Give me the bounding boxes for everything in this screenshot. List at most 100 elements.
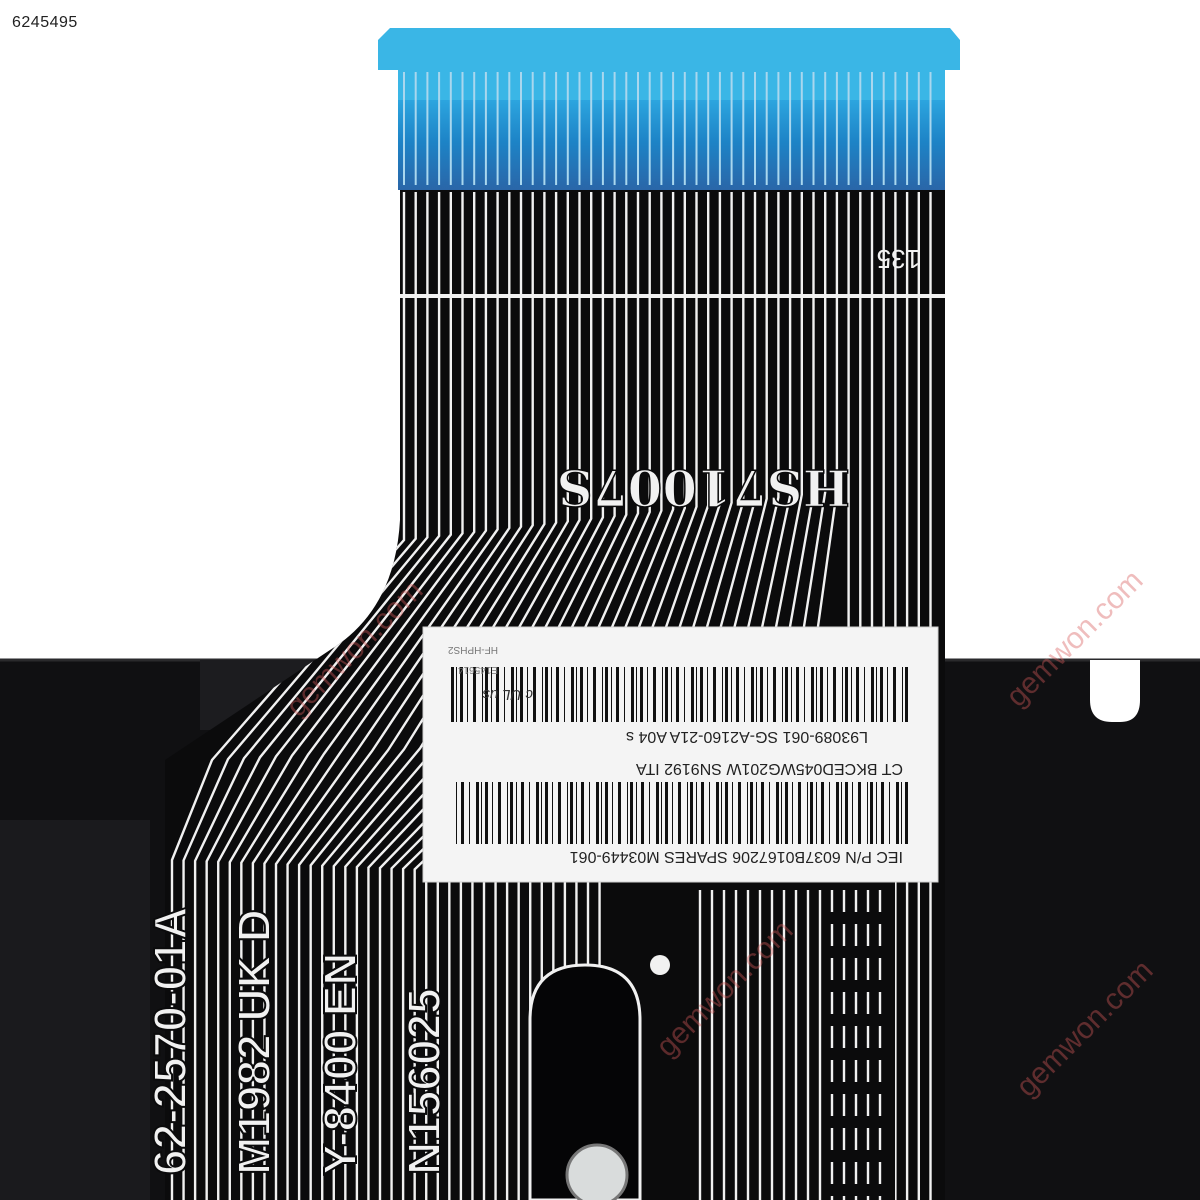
barcode-bar — [601, 782, 602, 844]
barcode-bar — [567, 782, 568, 844]
barcode-bar — [612, 782, 613, 844]
cable-trace — [205, 192, 441, 1200]
cable-trace — [228, 192, 464, 1200]
barcode-bar — [482, 667, 483, 722]
barcode-bar — [816, 782, 817, 844]
barcode-bar — [781, 782, 782, 844]
barcode-bar — [558, 782, 561, 844]
barcode-bar — [542, 667, 543, 722]
barcode-bar — [456, 667, 457, 722]
barcode-bar — [691, 667, 694, 722]
barcode-bar — [580, 667, 583, 722]
connector-pins — [403, 72, 932, 185]
barcode-bar — [731, 667, 732, 722]
cable-trace — [263, 192, 499, 1200]
barcode-bar — [744, 667, 745, 722]
cable-trace — [182, 192, 417, 1200]
barcode-bar — [893, 667, 896, 722]
label-barcode-bottom — [451, 667, 908, 722]
barcode-bar — [782, 667, 783, 722]
barcode-bar — [836, 782, 839, 844]
barcode-bar — [593, 667, 596, 722]
barcode-bar — [810, 782, 813, 844]
barcode-bar — [649, 782, 650, 844]
barcode-bar — [750, 782, 753, 844]
barcode-bar — [690, 782, 693, 844]
barcode-bar — [605, 782, 608, 844]
barcode-bar — [864, 667, 865, 722]
cable-trace — [217, 192, 452, 1200]
label-ul-mark: c UL us — [482, 686, 533, 703]
cable-trace — [240, 192, 476, 1200]
barcode-bar — [870, 782, 873, 844]
cable-trace — [297, 192, 534, 1200]
barcode-bar — [504, 667, 505, 722]
cable-code-1: 62-2570-01A — [144, 906, 196, 1175]
barcode-bar — [905, 782, 908, 844]
barcode-bar — [618, 782, 621, 844]
barcode-bar — [469, 782, 470, 844]
barcode-bar — [798, 782, 801, 844]
barcode-bar — [791, 667, 792, 722]
connector-stiffener — [398, 95, 945, 190]
barcode-bar — [841, 782, 842, 844]
cable-trace — [309, 192, 546, 1200]
barcode-bar — [491, 667, 492, 722]
barcode-bar — [545, 782, 548, 844]
barcode-bar — [881, 782, 884, 844]
barcode-bar — [661, 782, 662, 844]
barcode-bar — [871, 667, 874, 722]
barcode-bar — [713, 667, 716, 722]
plate-sheen — [0, 820, 150, 1200]
barcode-bar — [467, 667, 468, 722]
barcode-bar — [545, 667, 548, 722]
barcode-bar — [529, 782, 530, 844]
barcode-bar — [901, 782, 902, 844]
barcode-bar — [672, 782, 673, 844]
barcode-bar — [751, 667, 754, 722]
barcode-bar — [880, 667, 883, 722]
barcode-bar — [756, 667, 757, 722]
keyboard-plate-right — [935, 660, 1200, 1200]
barcode-bar — [858, 782, 861, 844]
barcode-bar — [821, 782, 824, 844]
label-hf-mark: HF-HPHS2 — [448, 644, 498, 655]
barcode-bar — [820, 667, 823, 722]
barcode-bar — [678, 782, 681, 844]
barcode-bar — [630, 782, 633, 844]
barcode-bar — [684, 667, 685, 722]
barcode-bar — [767, 667, 768, 722]
barcode-bar — [811, 667, 814, 722]
barcode-bar — [700, 667, 703, 722]
barcode-bar — [896, 782, 899, 844]
barcode-bar — [852, 782, 853, 844]
plate-notch — [1090, 660, 1140, 722]
barcode-bar — [905, 667, 908, 722]
barcode-bar — [709, 782, 710, 844]
barcode-bar — [451, 667, 454, 722]
barcode-bar — [496, 667, 499, 722]
barcode-bar — [492, 782, 493, 844]
product-id-text: 6245495 — [12, 14, 78, 31]
barcode-bar — [665, 782, 668, 844]
barcode-bar — [521, 782, 524, 844]
cable-code-4: N156025 — [398, 988, 450, 1175]
barcode-bar — [721, 782, 722, 844]
barcode-bar — [876, 782, 877, 844]
barcode-bar — [589, 782, 590, 844]
barcode-bar — [556, 667, 559, 722]
barcode-bar — [616, 667, 619, 722]
barcode-bar — [845, 667, 848, 722]
barcode-bar — [845, 782, 848, 844]
barcode-bar — [485, 667, 488, 722]
barcode-bar — [507, 782, 508, 844]
barcode-bar — [761, 782, 764, 844]
barcode-bar — [631, 667, 634, 722]
barcode-bar — [676, 667, 679, 722]
barcode-bar — [605, 667, 608, 722]
barcode-bar — [485, 782, 488, 844]
barcode-bar — [776, 782, 779, 844]
barcode-bar — [867, 782, 868, 844]
barcode-bar — [833, 667, 836, 722]
